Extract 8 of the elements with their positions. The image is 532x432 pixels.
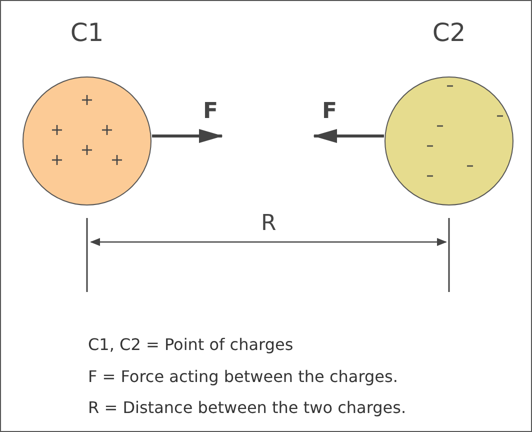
distance-label: R — [261, 212, 276, 236]
charge-label: C2 — [431, 18, 467, 48]
force-label: F — [203, 100, 218, 124]
legend-note: R = Distance between the two charges. — [88, 398, 406, 418]
charge-label: C1 — [69, 18, 105, 48]
force-label: F — [322, 100, 338, 124]
legend-note: C1, C2 = Point of charges — [88, 335, 294, 355]
legend-note: F = Force acting between the charges. — [88, 367, 398, 387]
